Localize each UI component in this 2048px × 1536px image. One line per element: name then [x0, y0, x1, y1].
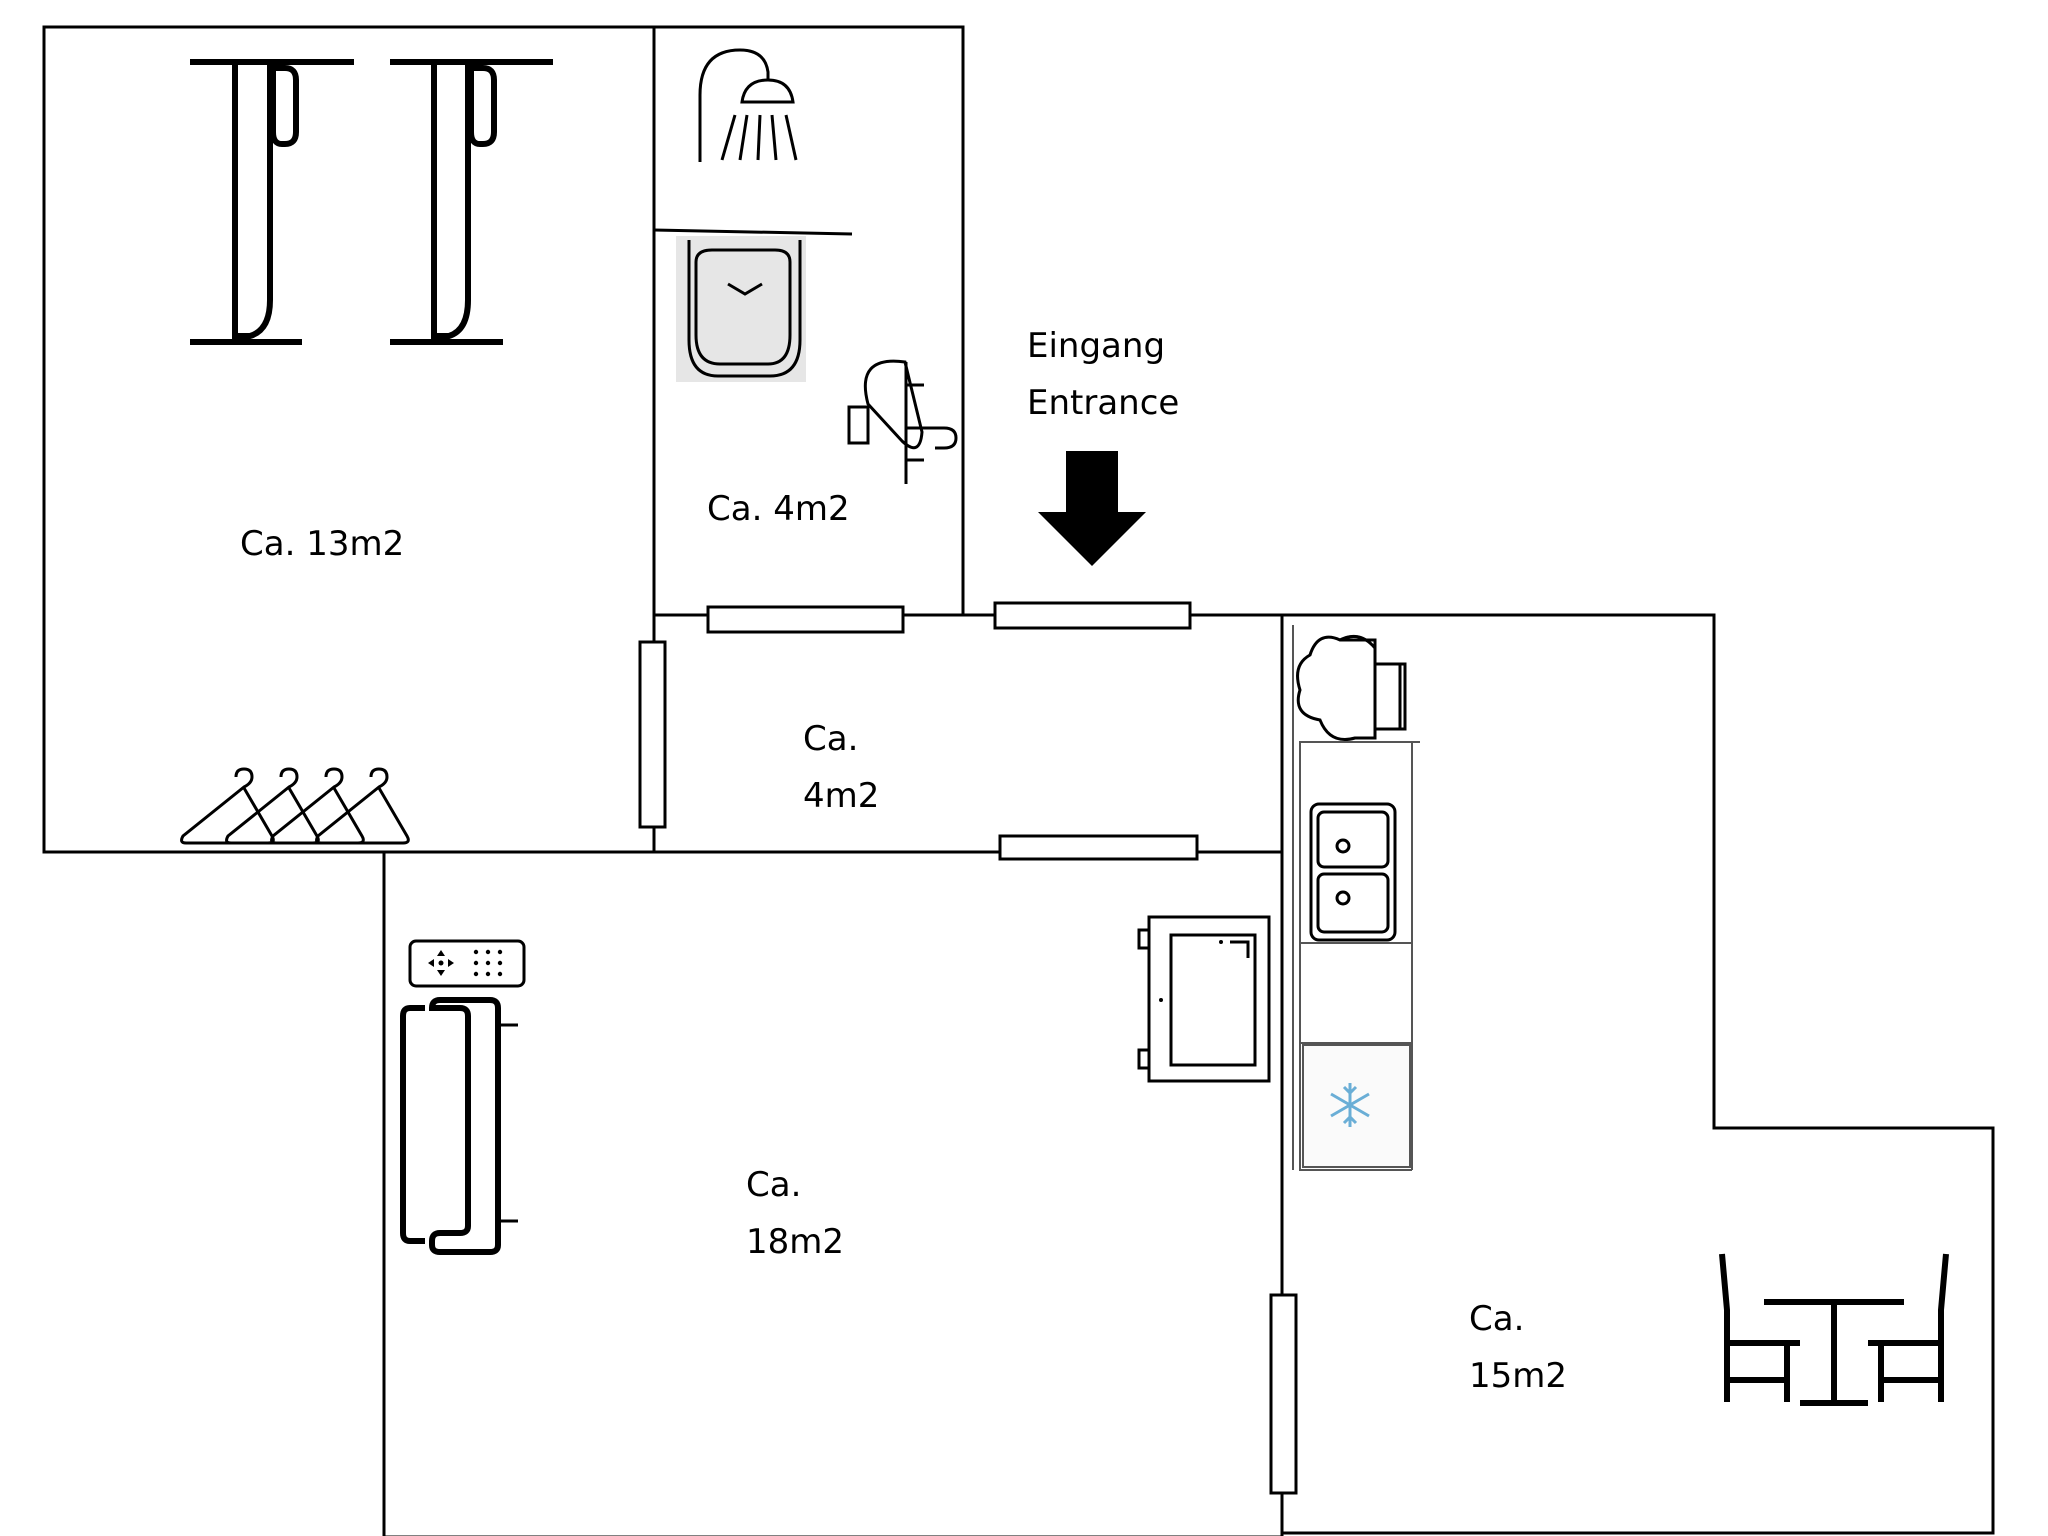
kitchen-area-label-1: Ca.: [1469, 1299, 1524, 1339]
hallway-area-label-1: Ca.: [803, 719, 858, 759]
door-kitchen-living: [1269, 1293, 1298, 1495]
entrance-arrow-icon: [1038, 451, 1146, 566]
fridge-icon: [1302, 1044, 1411, 1168]
shower-divider: [653, 228, 853, 236]
stove-icon: [1296, 634, 1407, 741]
door-bedroom: [638, 640, 667, 829]
toilet-icon: [676, 236, 806, 382]
entrance-label-de: Eingang: [1027, 326, 1165, 366]
sofa-icon: [400, 997, 518, 1255]
remote-control-icon: [408, 939, 526, 988]
door-living: [998, 834, 1199, 861]
door-entrance: [993, 601, 1192, 630]
living-area-label-2: 18m2: [746, 1222, 844, 1262]
kitchen-area-label-2: 15m2: [1469, 1356, 1567, 1396]
hallway-area-label-2: 4m2: [803, 776, 879, 816]
bed-icon: [190, 59, 354, 345]
sink-icon: [847, 359, 958, 484]
entrance-label-en: Entrance: [1027, 383, 1179, 423]
living-area-label-1: Ca.: [746, 1165, 801, 1205]
bathroom-area-label: Ca. 4m2: [707, 489, 850, 529]
doors: [638, 601, 1298, 1495]
shower-icon: [698, 48, 798, 162]
tv-icon: [1137, 915, 1271, 1083]
bed-icon: [390, 59, 553, 345]
kitchen-counter: [1292, 625, 1420, 1171]
bedroom-area-label: Ca. 13m2: [240, 524, 404, 564]
dining-table-icon: [1719, 1253, 1949, 1406]
kitchen-sink-icon: [1309, 802, 1397, 942]
walls: [42, 25, 1995, 1536]
clothes-hanger-icon: [180, 767, 410, 845]
door-bathroom: [706, 605, 905, 634]
